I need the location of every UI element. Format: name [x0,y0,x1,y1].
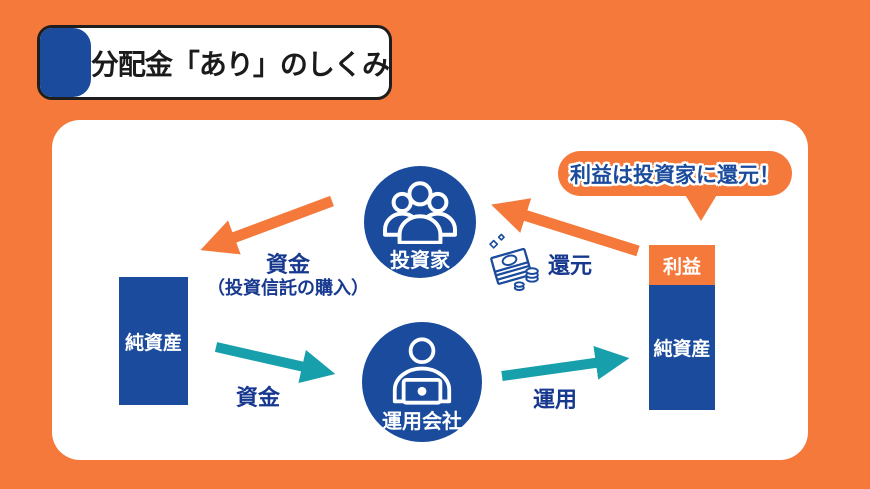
people-group-icon [383,181,457,244]
net-assets-segment: 純資産 [649,285,715,410]
net-assets-bar-left: 純資産 [119,277,188,405]
company-node: 運用会社 [362,322,482,442]
person-laptop-icon [392,337,452,405]
operate-flow-label: 運用 [532,387,578,412]
purchase-flow-label: 資金 （投資信託の購入） [207,253,369,299]
investors-label: 投資家 [390,250,450,272]
profit-label: 利益 [662,256,701,278]
purchase-label: 資金 [265,252,310,277]
assets-bar-right: 利益 純資産 [649,245,715,410]
net-assets-right-label: 純資産 [653,339,711,360]
callout-bubble: 利益は投資家に還元！ [558,151,792,221]
company-label: 運用会社 [382,411,462,433]
callout-tail [684,193,718,221]
investors-node: 投資家 [364,166,476,278]
purchase-note: （投資信託の購入） [207,278,369,298]
net-assets-left-label: 純資産 [124,332,182,354]
profit-segment: 利益 [649,245,715,285]
funding-flow-label: 資金 [235,385,281,410]
refund-flow-label: 還元 [547,253,593,278]
money-stack-icon [489,233,539,291]
title-accent-block [40,28,91,97]
title-banner: 分配金「あり」のしくみ [37,25,392,100]
callout-text: 利益は投資家に還元！ [570,163,780,187]
page-title: 分配金「あり」のしくみ [90,48,389,80]
